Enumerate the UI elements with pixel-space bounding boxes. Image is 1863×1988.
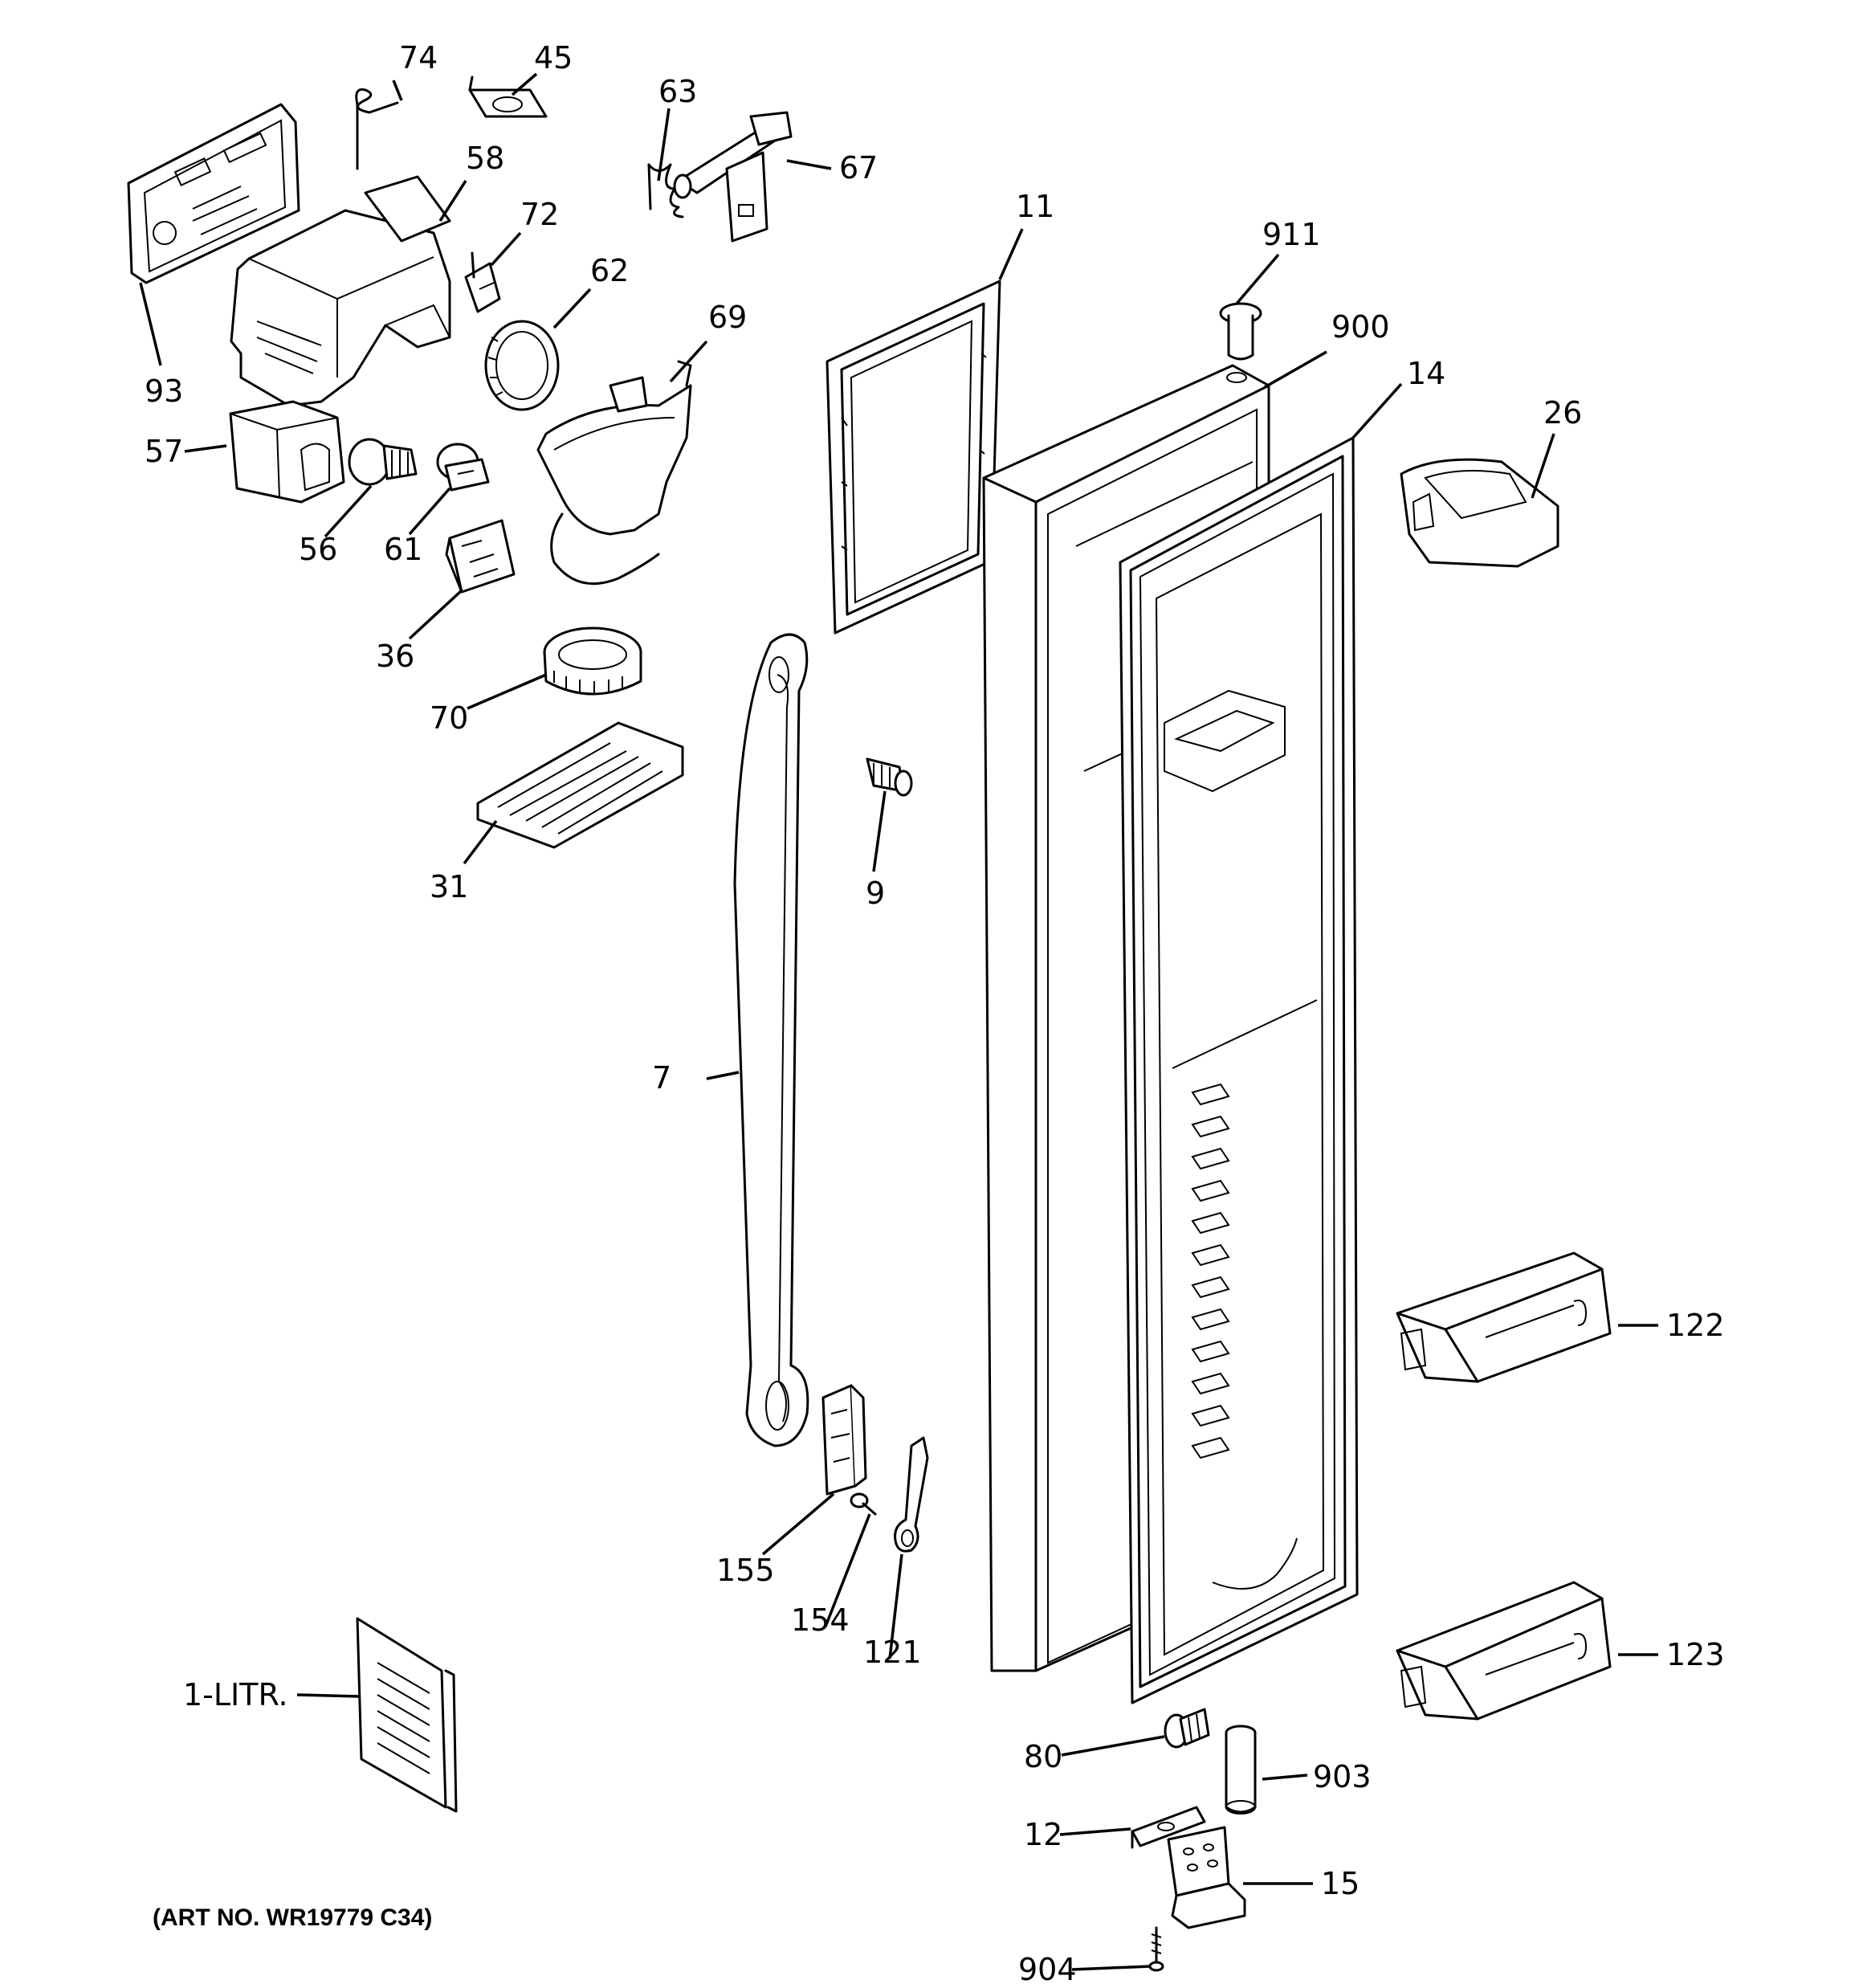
- part-122-bin: [1396, 1251, 1612, 1383]
- callout-36: 36: [376, 639, 414, 674]
- part-74-spring: [355, 88, 399, 170]
- callout-900: 900: [1331, 309, 1390, 345]
- part-155-hinge: [821, 1384, 867, 1496]
- part-93-control-board: [127, 103, 300, 284]
- part-14-gasket: [1119, 436, 1359, 1704]
- callout-12: 12: [1024, 1817, 1062, 1852]
- callout-56: 56: [299, 532, 337, 567]
- part-45-bracket: [468, 76, 548, 118]
- callout-57: 57: [145, 434, 183, 469]
- callout-58: 58: [466, 141, 504, 176]
- part-69-funnel: [536, 360, 692, 586]
- callout-72: 72: [520, 197, 559, 232]
- part-57-cover: [229, 400, 345, 504]
- callout-74: 74: [399, 40, 438, 76]
- part-31-drip-tray: [476, 721, 684, 849]
- leader-lines: [139, 72, 1658, 1971]
- callout-62: 62: [590, 253, 629, 288]
- callout-61: 61: [384, 532, 422, 567]
- callout-121: 121: [863, 1635, 922, 1670]
- callout-70: 70: [430, 700, 468, 736]
- callout-154: 154: [791, 1602, 850, 1638]
- callout-14: 14: [1407, 356, 1445, 391]
- callout-155: 155: [716, 1553, 775, 1588]
- callout-26: 26: [1543, 395, 1582, 431]
- callout-1-litr: 1-LITR.: [183, 1677, 288, 1712]
- part-61-socket: [436, 443, 490, 492]
- callout-labels: 74 45 63 67 58 72 62 69 93 57 56 61 36 7…: [145, 40, 1725, 1987]
- callout-911: 911: [1262, 217, 1321, 252]
- part-1-litr-booklet: [356, 1617, 458, 1813]
- part-911-plug: [1219, 302, 1262, 361]
- part-26-bin: [1400, 458, 1559, 568]
- part-154-screw: [850, 1492, 877, 1516]
- callout-69: 69: [708, 300, 747, 335]
- callout-9: 9: [866, 876, 885, 911]
- part-80-plug: [1164, 1708, 1210, 1749]
- part-903-bushing: [1225, 1725, 1257, 1815]
- part-9-pin: [866, 757, 913, 797]
- callout-15: 15: [1321, 1866, 1360, 1901]
- part-121-tool: [894, 1436, 929, 1553]
- callout-11: 11: [1016, 189, 1054, 224]
- part-15-hinge: [1167, 1826, 1246, 1929]
- part-56-bulb: [348, 438, 418, 486]
- callout-123: 123: [1666, 1637, 1725, 1672]
- callout-903: 903: [1313, 1759, 1372, 1794]
- part-900-shelf-tabs: [1191, 1083, 1298, 1590]
- part-58-dispenser-housing: [230, 175, 451, 407]
- callout-31: 31: [430, 869, 468, 904]
- callout-63: 63: [658, 74, 697, 109]
- part-72-switch: [464, 251, 501, 313]
- callout-93: 93: [145, 374, 183, 409]
- part-123-bin: [1396, 1581, 1612, 1721]
- callout-7: 7: [652, 1060, 671, 1096]
- callout-904: 904: [1018, 1952, 1077, 1987]
- part-67-actuator: [673, 111, 793, 243]
- callout-80: 80: [1024, 1739, 1062, 1774]
- part-7-handle: [733, 633, 809, 1447]
- art-number: (ART NO. WR19779 C34): [153, 1904, 432, 1931]
- callout-122: 122: [1666, 1308, 1725, 1343]
- part-904-screw: [1148, 1926, 1164, 1972]
- part-62-ring: [484, 320, 560, 411]
- callout-45: 45: [534, 40, 573, 76]
- part-36-bracket: [445, 519, 516, 594]
- part-12-bracket: [1131, 1806, 1206, 1849]
- part-70-ring: [543, 627, 642, 696]
- part-11-recess-frame: [826, 280, 1001, 635]
- callout-67: 67: [839, 150, 878, 186]
